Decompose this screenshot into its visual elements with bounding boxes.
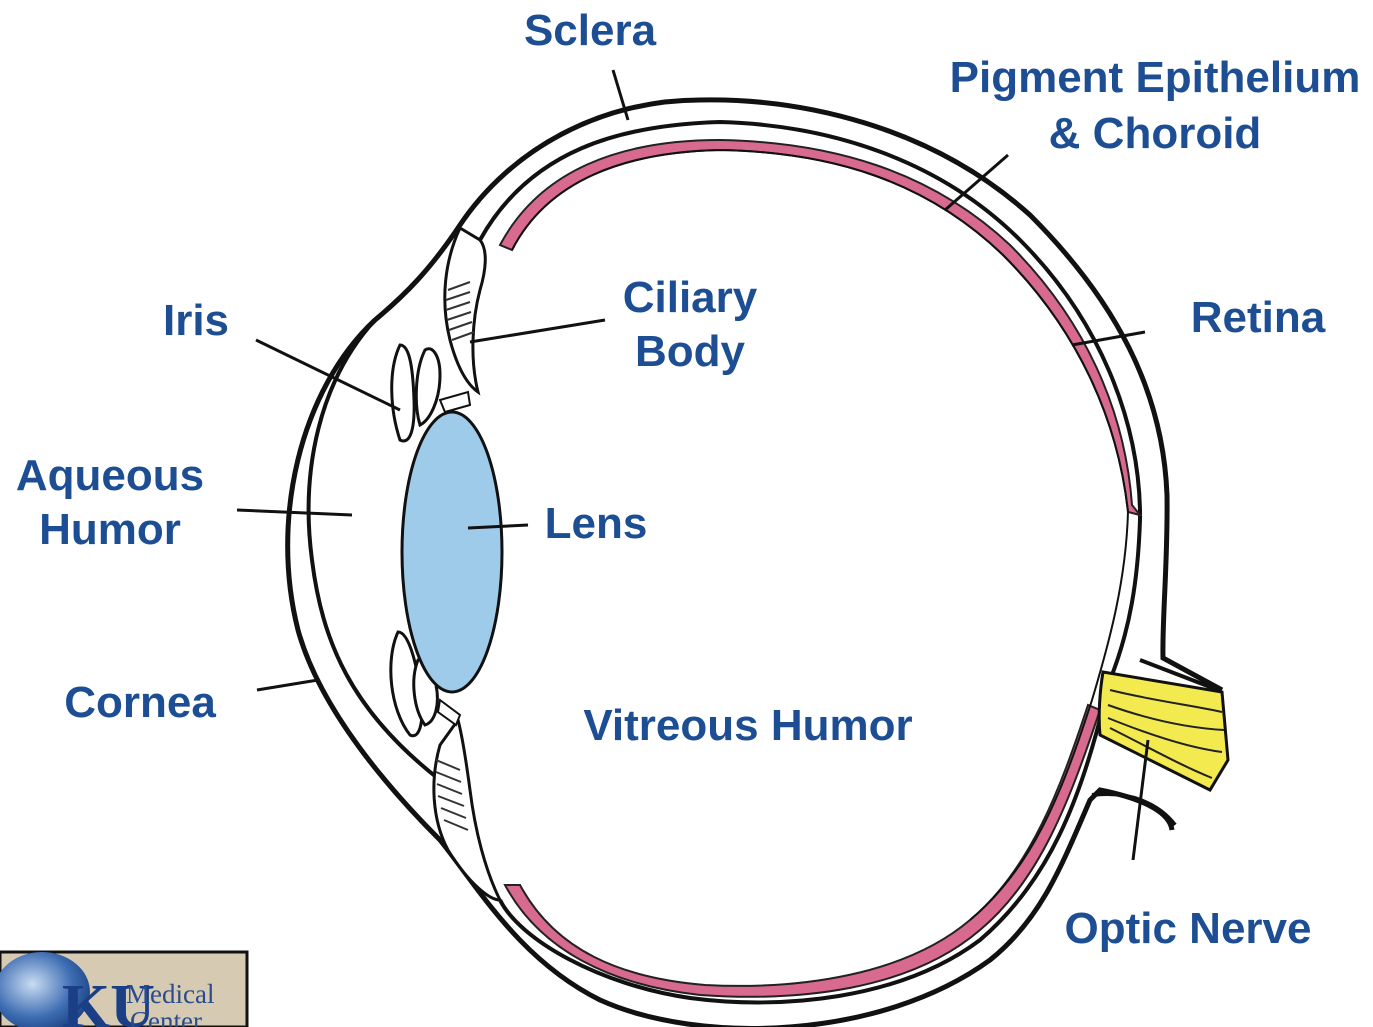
- label-lens: Lens: [545, 499, 648, 548]
- eye-globe: [288, 100, 1228, 1027]
- retina-leader: [1072, 332, 1145, 345]
- label-vitreous-humor: Vitreous Humor: [583, 701, 912, 750]
- logo-line2: Center: [130, 1006, 202, 1027]
- label-optic-nerve: Optic Nerve: [1065, 904, 1312, 953]
- sclera-inner-outline: [480, 122, 1140, 1002]
- label-sclera: Sclera: [524, 6, 657, 55]
- label-choroid: & Choroid: [1049, 109, 1262, 158]
- iris-upper: [392, 345, 414, 441]
- label-cornea: Cornea: [64, 678, 216, 727]
- choroid-upper: [500, 140, 1140, 515]
- ku-medical-center-logo: KU Medical Center: [0, 952, 247, 1027]
- optic-nerve-shape: [1099, 672, 1228, 790]
- aqueous-leader: [237, 510, 352, 515]
- cornea-leader: [257, 680, 318, 690]
- label-retina: Retina: [1191, 293, 1326, 342]
- ciliary-body-upper: [445, 228, 485, 392]
- optic-sheath-lower: [1092, 794, 1175, 825]
- zonule-upper: [440, 392, 470, 412]
- label-ciliary: Ciliary: [623, 273, 758, 322]
- iris-upper-inner: [416, 349, 440, 425]
- label-aqueous: Aqueous: [16, 451, 204, 500]
- lens-shape: [402, 412, 502, 692]
- label-iris: Iris: [163, 296, 229, 345]
- logo-line1: Medical: [126, 979, 214, 1009]
- label-humor: Humor: [39, 505, 181, 554]
- label-body: Body: [635, 327, 746, 376]
- label-pigment-epithelium: Pigment Epithelium: [950, 53, 1361, 102]
- zonule-lower: [438, 700, 460, 725]
- ciliary-leader: [470, 320, 605, 342]
